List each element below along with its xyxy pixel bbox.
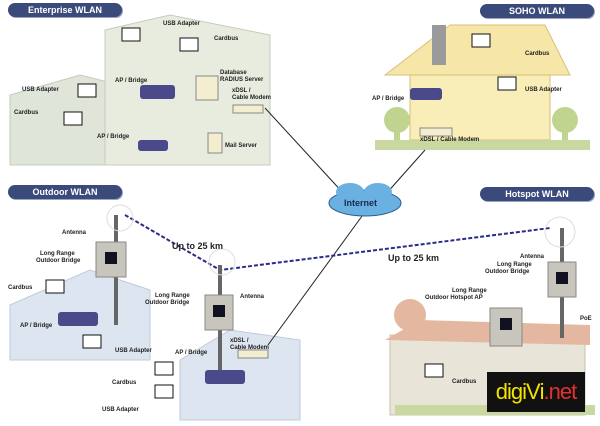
label: xDSL / — [232, 88, 251, 94]
enterprise-internet-link — [264, 107, 346, 196]
label: Long Range — [497, 262, 532, 268]
label: Outdoor Bridge — [36, 258, 81, 264]
badge-outdoor-wlan: Outdoor WLAN — [8, 185, 122, 199]
label: Mail Server — [225, 143, 258, 149]
badge-enterprise-wlan: Enterprise WLAN — [8, 3, 122, 17]
label: PoE — [580, 316, 592, 322]
laptops — [45, 27, 517, 399]
label: Antenna — [62, 230, 86, 236]
label: AP / Bridge — [372, 96, 405, 102]
label: AP / Bridge — [115, 78, 148, 84]
label: Cardbus — [112, 380, 137, 386]
label: USB Adapter — [525, 87, 562, 93]
label: Antenna — [240, 294, 264, 300]
label: Cable Modem — [230, 345, 270, 351]
badge-soho-wlan: SOHO WLAN — [480, 4, 594, 18]
logo-text: digiV — [495, 379, 541, 404]
label: Cardbus — [214, 36, 239, 42]
label: Long Range — [40, 251, 75, 257]
label: USB Adapter — [22, 87, 59, 93]
label: Cardbus — [525, 51, 550, 57]
label: xDSL / Cable Modem — [420, 137, 480, 143]
label: xDSL / — [230, 338, 249, 344]
label: Database — [220, 70, 247, 76]
logo-text: .net — [543, 379, 578, 404]
label: Cardbus — [8, 285, 33, 291]
label: USB Adapter — [102, 407, 139, 413]
label: Cardbus — [14, 110, 39, 116]
label: Outdoor Hotspot AP — [425, 295, 483, 301]
label: Outdoor Bridge — [145, 300, 190, 306]
internet-label: Internet — [344, 198, 378, 208]
outdoor-bridges — [95, 241, 577, 347]
label: Cable Modem — [232, 95, 272, 101]
servers — [195, 75, 223, 154]
label: USB Adapter — [163, 21, 200, 27]
label: Antenna — [520, 254, 544, 260]
modems — [232, 104, 453, 359]
badge-hotspot-wlan: Hotspot WLAN — [480, 187, 594, 201]
label: Long Range — [155, 293, 190, 299]
internet-cloud — [328, 183, 402, 217]
label: Long Range — [452, 288, 487, 294]
distance-label: Up to 25 km — [388, 253, 440, 263]
label: AP / Bridge — [20, 323, 53, 329]
label: Outdoor Bridge — [485, 269, 530, 275]
outdoor-internet-link — [267, 211, 366, 346]
label: AP / Bridge — [97, 134, 130, 140]
distance-label: Up to 25 km — [172, 241, 224, 251]
label: USB Adapter — [115, 348, 152, 354]
label: AP / Bridge — [175, 350, 208, 356]
soho-internet-link — [384, 149, 426, 196]
label: RADIUS Server — [220, 77, 264, 83]
ap-bridges — [58, 85, 442, 384]
label: Cardbus — [452, 379, 477, 385]
logo-text: i — [539, 379, 545, 404]
